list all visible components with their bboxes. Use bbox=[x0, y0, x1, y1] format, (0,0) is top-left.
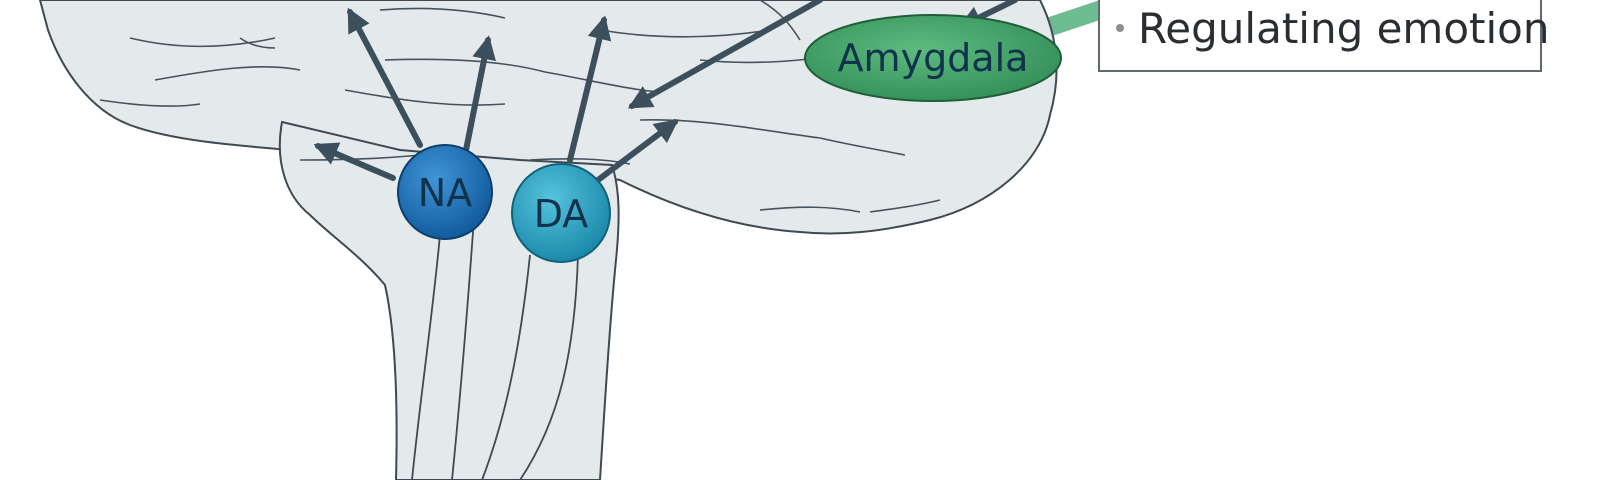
info-item: Regulating emotion bbox=[1116, 4, 1550, 53]
function-info-box: Regulating emotion bbox=[1098, 0, 1550, 72]
cerebrum-shape bbox=[38, 0, 1058, 235]
arrow-na-up-left bbox=[347, 7, 423, 148]
bullet-icon bbox=[1116, 23, 1124, 32]
green-pathway bbox=[1040, 0, 1100, 40]
na-label: NA bbox=[418, 171, 472, 215]
info-item-text: Regulating emotion bbox=[1138, 4, 1550, 53]
na-node bbox=[397, 144, 493, 240]
amygdala-label: Amygdala bbox=[838, 36, 1029, 80]
arrow-da-right bbox=[595, 119, 679, 183]
da-node bbox=[511, 163, 611, 263]
amygdala-node bbox=[804, 14, 1062, 102]
arrow-na-left bbox=[313, 142, 396, 181]
da-label: DA bbox=[534, 192, 589, 236]
arrow-to-cortex bbox=[627, 0, 823, 109]
arrow-na-up bbox=[463, 35, 497, 153]
arrow-da-up bbox=[567, 15, 612, 163]
